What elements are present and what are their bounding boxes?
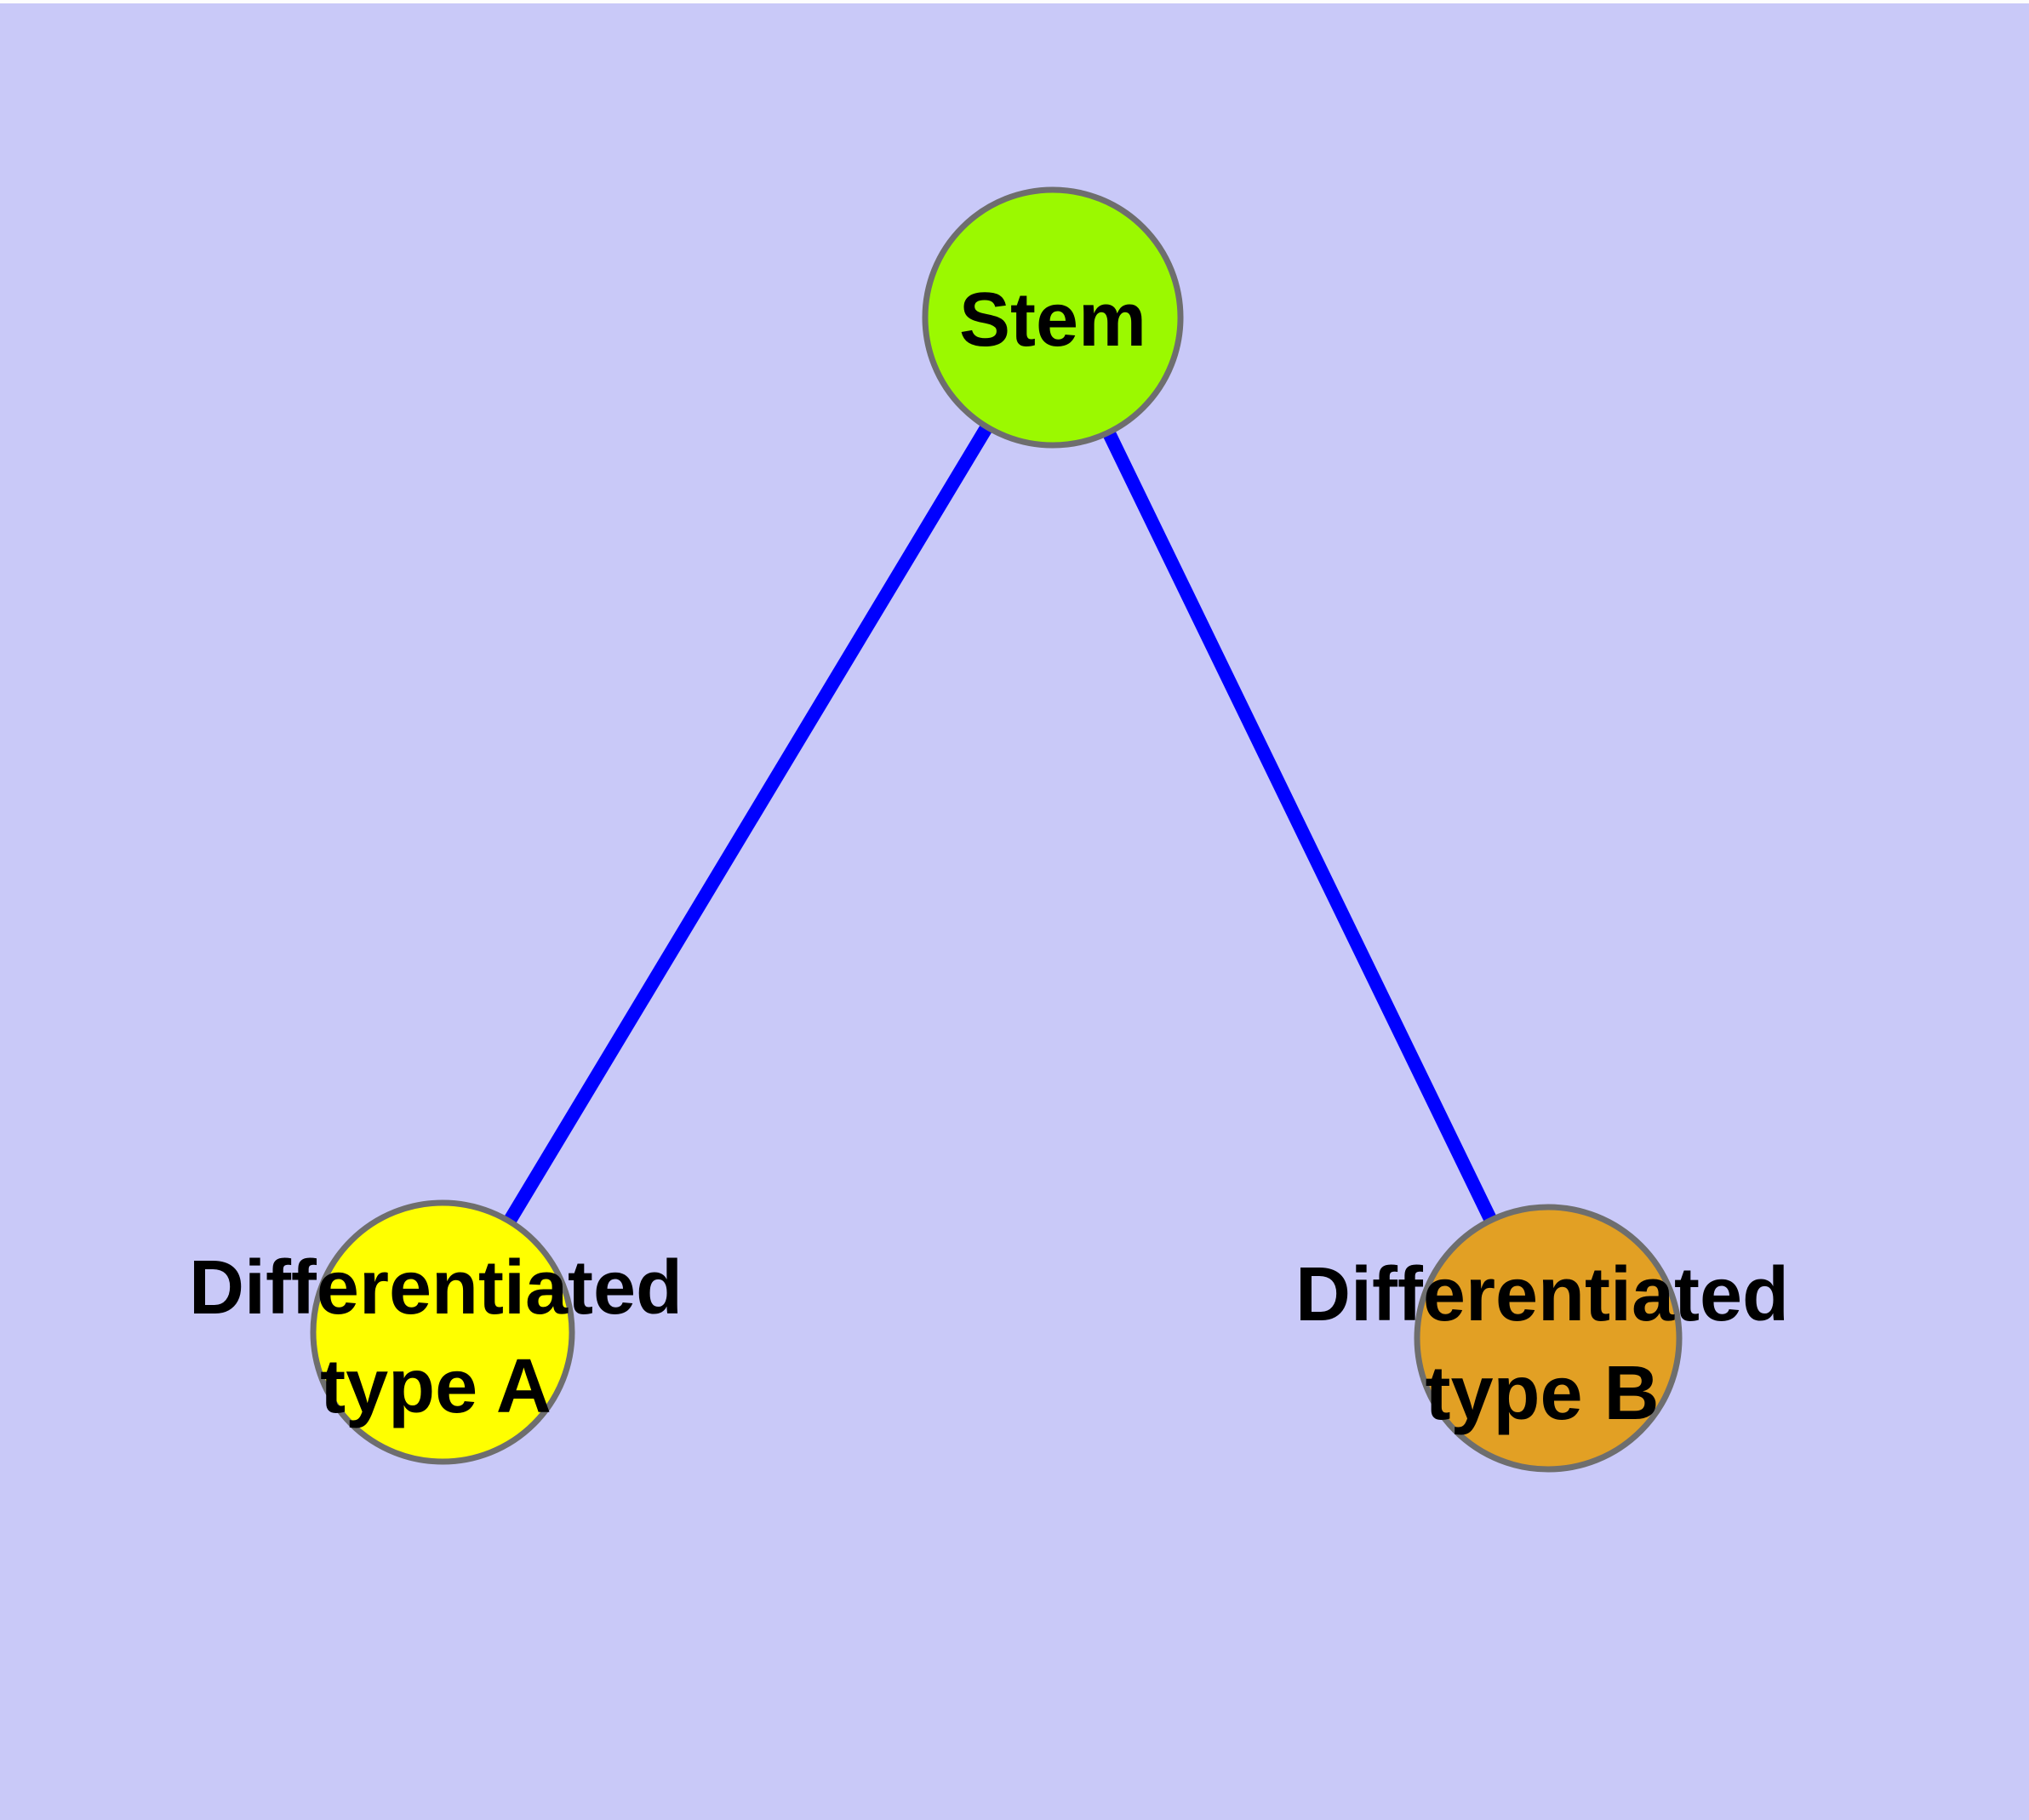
edge-stem-to-type-b	[1046, 314, 1555, 1342]
node-differentiated-type-b: Differentiated type B	[1295, 1204, 1789, 1473]
type-b-node-label-line2: type B	[1425, 1351, 1659, 1436]
node-stem: Stem	[922, 186, 1184, 449]
top-edge-strip	[0, 0, 2029, 3]
node-differentiated-type-a: Differentiated type A	[189, 1199, 683, 1465]
edges	[437, 313, 1555, 1342]
stem-node-circle	[922, 186, 1184, 449]
edge-stem-to-type-a	[437, 313, 1059, 1336]
type-a-node-label-line2: type A	[320, 1344, 552, 1429]
stem-node-label: Stem	[959, 278, 1146, 363]
type-a-node-label-line1: Differentiated	[189, 1245, 683, 1331]
type-b-node-label-line1: Differentiated	[1295, 1252, 1789, 1337]
type-a-node-circle	[310, 1199, 575, 1465]
type-b-node-circle	[1414, 1204, 1683, 1473]
